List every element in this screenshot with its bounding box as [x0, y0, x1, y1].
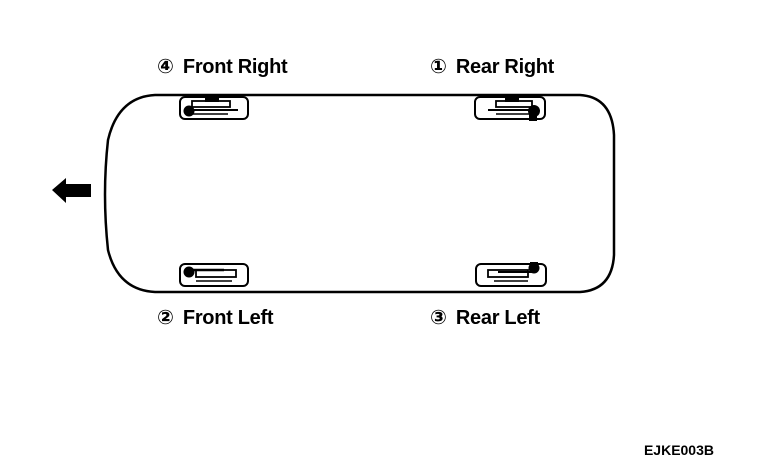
rear-right-label: ① Rear Right — [430, 56, 555, 78]
front-right-number: ④ — [157, 56, 174, 78]
rear-left-number: ③ — [430, 307, 447, 329]
front-left-wheel-icon — [179, 263, 249, 287]
reference-code: EJKE003B — [644, 442, 714, 458]
front-left-number: ② — [157, 307, 174, 329]
front-right-label: ④ Front Right — [157, 56, 288, 78]
rear-right-number: ① — [430, 56, 447, 78]
rear-left-wheel-icon — [475, 262, 547, 287]
left-arrow-icon — [52, 178, 91, 203]
rear-right-wheel-icon — [474, 96, 546, 121]
rear-right-text: Rear Right — [456, 56, 555, 78]
front-left-label: ② Front Left — [157, 307, 274, 329]
rear-left-text: Rear Left — [456, 307, 541, 329]
front-right-text: Front Right — [183, 56, 288, 78]
vehicle-body-outline — [103, 93, 616, 294]
front-left-text: Front Left — [183, 307, 274, 329]
rear-left-label: ③ Rear Left — [430, 307, 541, 329]
front-right-wheel-icon — [179, 96, 249, 120]
